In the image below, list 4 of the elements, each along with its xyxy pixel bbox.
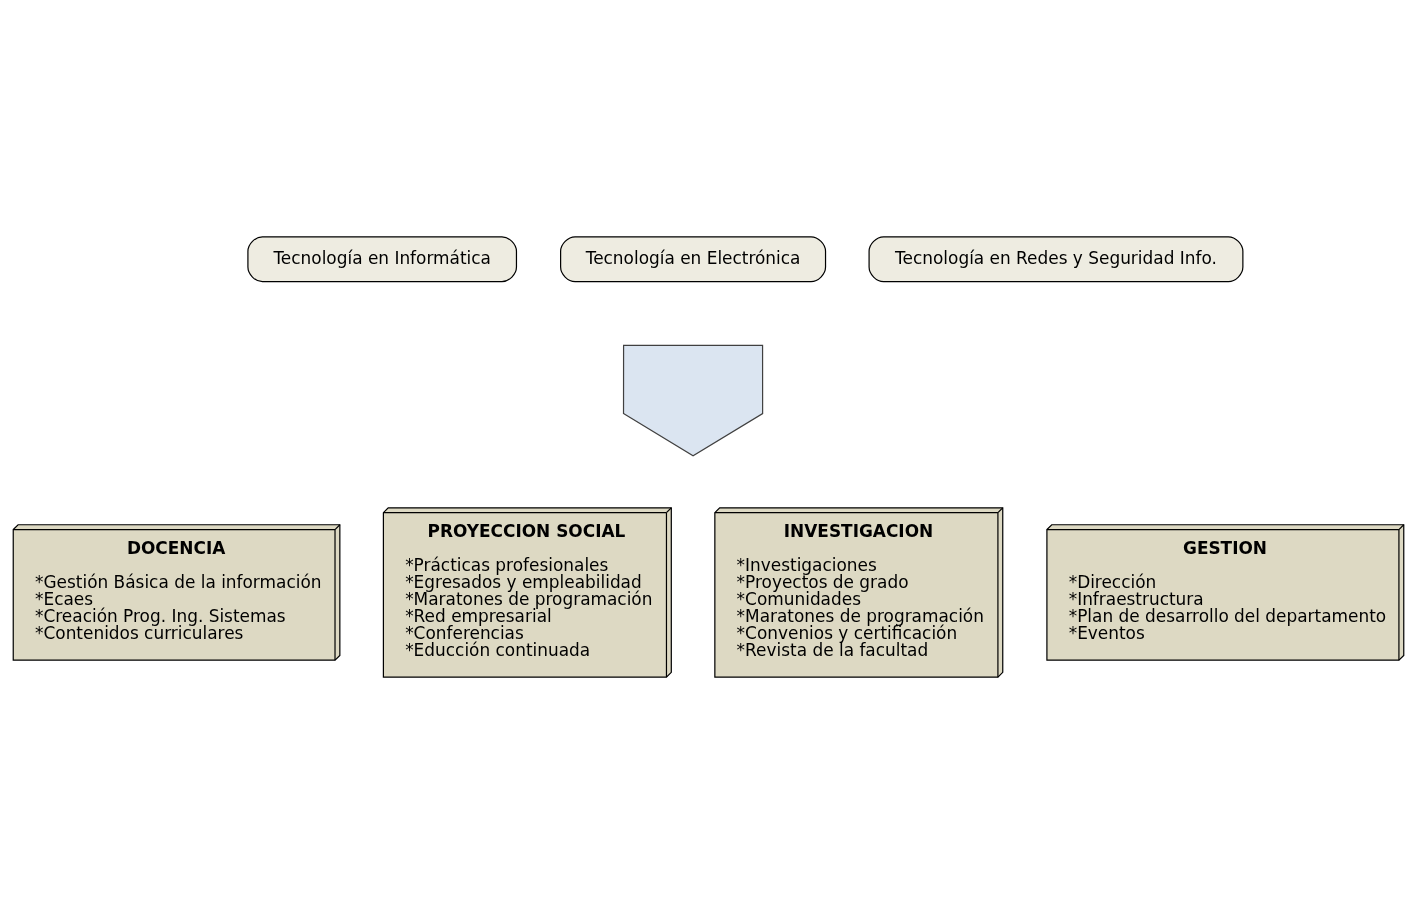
node-box: Tecnología en Informática — [247, 235, 518, 282]
node-arrow — [622, 344, 764, 456]
node-box: Tecnología en Electrónica — [560, 235, 827, 282]
node-box: Tecnología en Redes y Seguridad Info. — [868, 235, 1244, 282]
